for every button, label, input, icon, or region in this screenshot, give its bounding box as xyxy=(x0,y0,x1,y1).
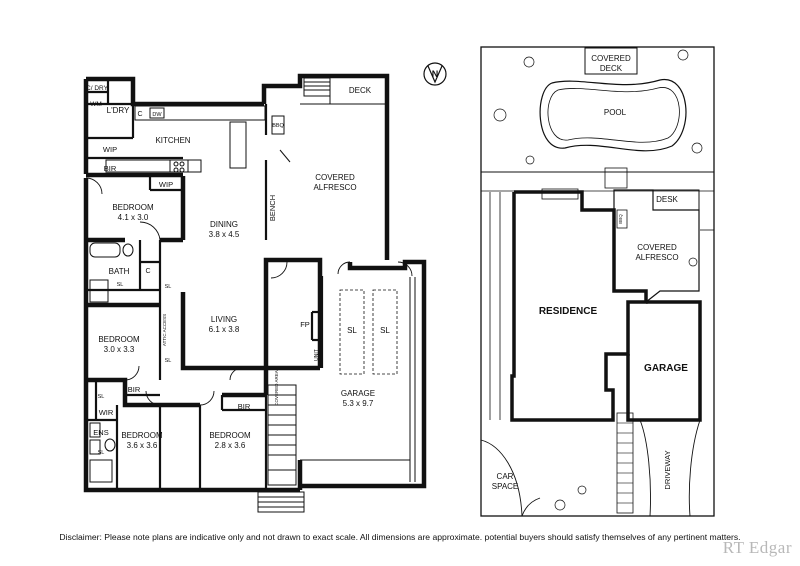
site-car-space-1: CAR xyxy=(497,472,514,481)
site-car-space-2: SPACE xyxy=(492,482,519,491)
garage-size: 5.3 x 9.7 xyxy=(343,399,374,408)
living-size: 6.1 x 3.8 xyxy=(209,325,240,334)
site-driveway: DRIVEWAY xyxy=(663,450,672,489)
sl-bed2: SL xyxy=(165,358,172,364)
sl-bath-2: SL xyxy=(165,284,172,290)
site-covered-deck-2: DECK xyxy=(600,64,623,73)
wip-mid-label: WIP xyxy=(159,180,173,189)
floor-plan xyxy=(83,73,427,513)
sl-bath-1: SL xyxy=(117,282,124,288)
site-plan-labels: COVERED DECK POOL DESK BBQ COVERED ALFRE… xyxy=(492,54,689,491)
bedroom3-size: 3.6 x 3.6 xyxy=(127,441,158,450)
bedroom1-size: 4.1 x 3.0 xyxy=(118,213,149,222)
site-covered-deck-1: COVERED xyxy=(591,54,631,63)
bir-mid-label: BIR xyxy=(128,385,141,394)
covered-alfresco-label-2: ALFRESCO xyxy=(313,183,356,192)
bbq-label: BBQ xyxy=(272,123,284,129)
brand-logo-text: RT Edgar xyxy=(722,538,792,557)
sl-wir: SL xyxy=(98,394,105,400)
bath-label: BATH xyxy=(109,267,130,276)
laundry-label: L'DRY xyxy=(107,106,130,115)
living-name: LIVING xyxy=(211,315,237,324)
bedroom1-name: BEDROOM xyxy=(112,203,154,212)
unit-label: UNIT xyxy=(314,349,320,361)
bir-top-label: BIR xyxy=(104,164,117,173)
site-alfresco-1: COVERED xyxy=(637,243,677,252)
bedroom3-name: BEDROOM xyxy=(121,431,163,440)
c-dry-label: C/ DRY xyxy=(86,85,109,92)
site-desk: DESK xyxy=(656,195,678,204)
covered-alfresco-label-1: COVERED xyxy=(315,173,355,182)
garage-name: GARAGE xyxy=(341,389,375,398)
wm-label: WM xyxy=(90,101,102,108)
sl-ens: SL xyxy=(98,450,105,456)
bedroom2-size: 3.0 x 3.3 xyxy=(104,345,135,354)
wir-label: WIR xyxy=(99,408,114,417)
sl-garage-2: SL xyxy=(380,326,390,335)
site-garage: GARAGE xyxy=(644,363,688,374)
bench-label: BENCH xyxy=(268,195,277,221)
bir-bottom-label: BIR xyxy=(238,402,251,411)
attic-access-label: ATTIC ACCESS xyxy=(162,314,167,346)
compass-letter: N xyxy=(432,69,439,79)
wip-top-label: WIP xyxy=(103,145,117,154)
site-residence: RESIDENCE xyxy=(539,306,598,317)
site-bbq: BBQ xyxy=(618,214,623,224)
bedroom4-name: BEDROOM xyxy=(209,431,251,440)
disclaimer-text: Disclaimer: Please note plans are indica… xyxy=(59,532,741,542)
deck-label: DECK xyxy=(349,86,372,95)
site-alfresco-2: ALFRESCO xyxy=(635,253,678,262)
ens-label: ENS xyxy=(93,428,108,437)
dining-name: DINING xyxy=(210,220,238,229)
dining-size: 3.8 x 4.5 xyxy=(209,230,240,239)
covered-area-label: COVERED AREA xyxy=(274,370,279,406)
fp-label: FP xyxy=(300,320,310,329)
bedroom4-size: 2.8 x 3.6 xyxy=(215,441,246,450)
site-plan xyxy=(480,46,715,517)
north-compass-icon: N xyxy=(423,62,447,86)
dw-label: DW xyxy=(152,112,162,118)
kitchen-label: KITCHEN xyxy=(155,136,190,145)
floor-plan-labels: C/ DRY WM L'DRY C DW KITCHEN WIP BIR WIP… xyxy=(86,85,390,456)
bedroom2-name: BEDROOM xyxy=(98,335,140,344)
site-pool: POOL xyxy=(604,108,627,117)
sl-garage-1: SL xyxy=(347,326,357,335)
c-bath-label: C xyxy=(145,268,150,275)
c-top-label: C xyxy=(137,111,142,118)
